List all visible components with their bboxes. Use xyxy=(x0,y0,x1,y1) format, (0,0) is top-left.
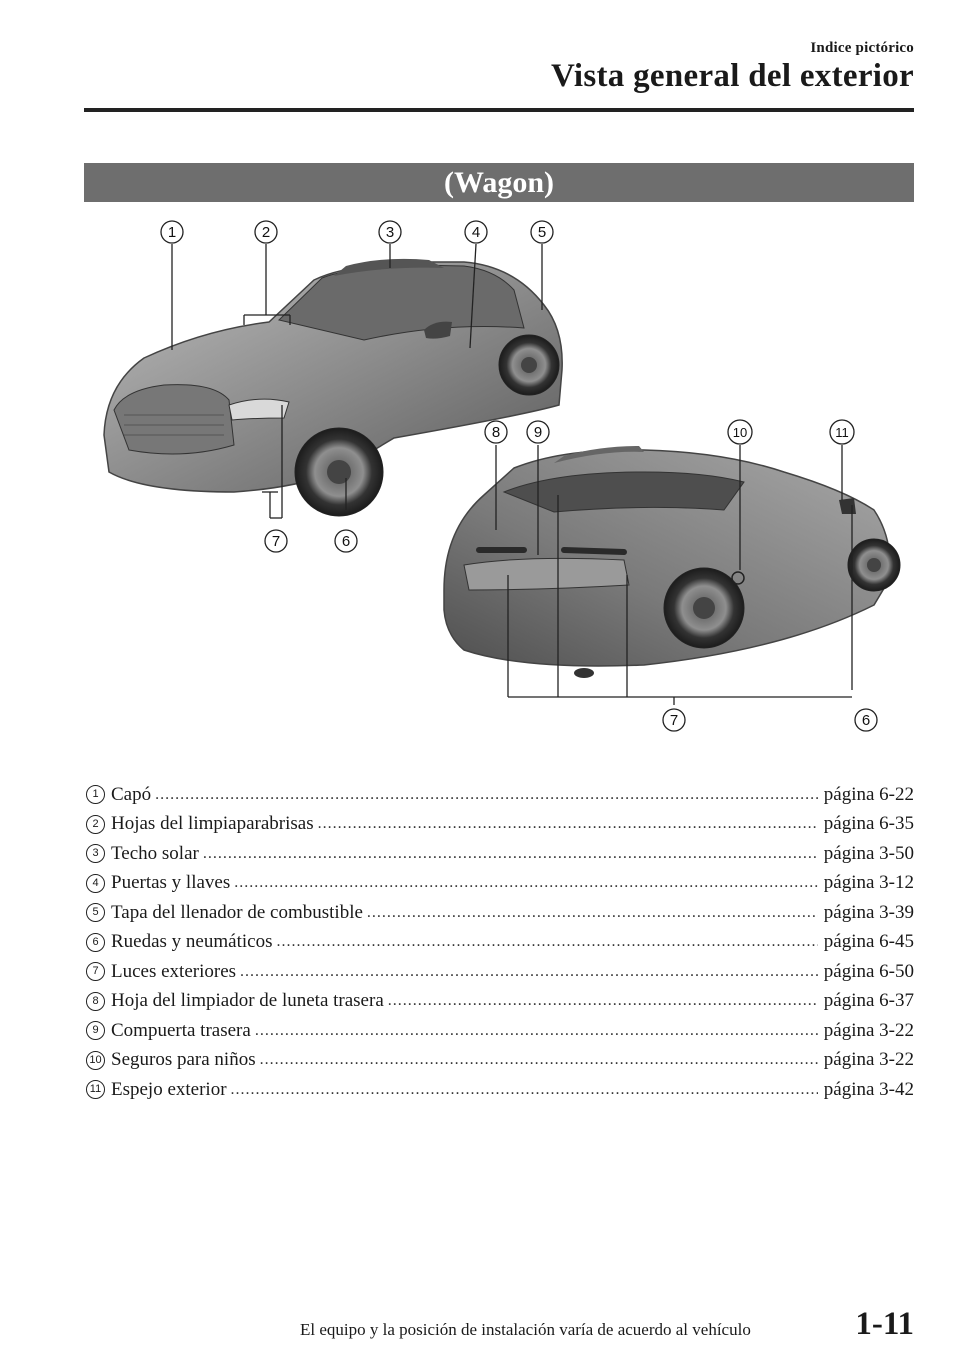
item-label: Puertas y llaves xyxy=(111,872,231,894)
svg-text:9: 9 xyxy=(534,424,542,441)
list-item[interactable]: 2 Hojas del limpiaparabrisas página 6-35 xyxy=(84,810,914,840)
leader-dots xyxy=(234,874,818,892)
callout-1: 1 xyxy=(160,220,184,244)
item-label: Compuerta trasera xyxy=(111,1019,251,1041)
item-label: Tapa del llenador de combustible xyxy=(111,901,363,923)
item-label: Hoja del limpiador de luneta trasera xyxy=(111,990,384,1012)
callout-11: 11 xyxy=(829,419,855,445)
callout-2: 2 xyxy=(254,220,278,244)
item-number: 7 xyxy=(86,962,105,982)
leader-dots xyxy=(203,845,818,863)
item-label: Luces exteriores xyxy=(111,960,237,982)
page-reference[interactable]: página 6-45 xyxy=(823,931,914,953)
leader-dots xyxy=(240,963,818,981)
leader-dots xyxy=(318,815,818,833)
svg-text:8: 8 xyxy=(492,424,500,441)
section-header-label: Indice pictórico xyxy=(810,40,914,56)
list-item[interactable]: 9 Compuerta trasera página 3-22 xyxy=(84,1016,914,1046)
list-item[interactable]: 6 Ruedas y neumáticos página 6-45 xyxy=(84,928,914,958)
callout-5: 5 xyxy=(530,220,554,244)
item-number: 8 xyxy=(86,991,105,1011)
header-divider xyxy=(84,108,914,112)
svg-text:7: 7 xyxy=(670,712,678,729)
page-reference[interactable]: página 6-50 xyxy=(823,960,914,982)
page-reference[interactable]: página 6-37 xyxy=(823,990,914,1012)
list-item[interactable]: 11 Espejo exterior página 3-42 xyxy=(84,1075,914,1105)
model-banner: (Wagon) xyxy=(84,163,914,202)
callout-leader-lines xyxy=(171,243,853,705)
item-number: 9 xyxy=(86,1021,105,1041)
callout-3: 3 xyxy=(378,220,402,244)
callout-8: 8 xyxy=(484,420,508,444)
svg-text:7: 7 xyxy=(272,533,280,550)
item-number: 1 xyxy=(86,785,105,805)
item-label: Seguros para niños xyxy=(111,1049,256,1071)
page-reference[interactable]: página 3-50 xyxy=(823,842,914,864)
leader-dots xyxy=(388,992,818,1010)
page-reference[interactable]: página 3-42 xyxy=(823,1078,914,1100)
svg-text:6: 6 xyxy=(862,712,870,729)
footer-note: El equipo y la posición de instalación v… xyxy=(300,1320,751,1339)
item-number: 6 xyxy=(86,932,105,952)
item-label: Ruedas y neumáticos xyxy=(111,931,273,953)
item-number: 10 xyxy=(86,1050,105,1070)
svg-text:3: 3 xyxy=(386,224,394,241)
item-label: Capó xyxy=(111,783,152,805)
callout-7-rear: 7 xyxy=(662,708,686,732)
page-reference[interactable]: página 3-22 xyxy=(823,1019,914,1041)
item-label: Espejo exterior xyxy=(111,1078,227,1100)
leader-dots xyxy=(155,786,818,804)
list-item[interactable]: 4 Puertas y llaves página 3-12 xyxy=(84,869,914,899)
component-index-list: 1 Capó página 6-22 2 Hojas del limpiaparabr… xyxy=(84,780,914,1105)
leader-dots xyxy=(231,1081,818,1099)
leader-dots xyxy=(367,904,818,922)
item-label: Techo solar xyxy=(111,842,199,864)
svg-text:1: 1 xyxy=(168,224,176,241)
list-item[interactable]: 5 Tapa del llenador de combustible página … xyxy=(84,898,914,928)
callout-6-front: 6 xyxy=(334,529,358,553)
list-item[interactable]: 1 Capó página 6-22 xyxy=(84,780,914,810)
page-number: 1-11 xyxy=(855,1306,914,1342)
page-reference[interactable]: página 3-12 xyxy=(823,872,914,894)
callout-9: 9 xyxy=(526,420,550,444)
svg-text:6: 6 xyxy=(342,533,350,550)
list-item[interactable]: 3 Techo solar página 3-50 xyxy=(84,839,914,869)
callout-4: 4 xyxy=(464,220,488,244)
item-label: Hojas del limpiaparabrisas xyxy=(111,813,314,835)
item-number: 11 xyxy=(86,1080,105,1100)
item-number: 2 xyxy=(86,814,105,834)
vehicle-exterior-illustration: 1 2 3 4 5 6 7 8 9 10 11 7 6 xyxy=(103,220,901,732)
rear-car-image xyxy=(443,446,901,678)
callout-7-front: 7 xyxy=(264,529,288,553)
callout-10: 10 xyxy=(727,419,753,445)
leader-dots xyxy=(276,933,817,951)
page-reference[interactable]: página 3-22 xyxy=(823,1049,914,1071)
svg-text:2: 2 xyxy=(262,224,270,241)
page-title: Vista general del exterior xyxy=(550,58,914,94)
page-reference[interactable]: página 3-39 xyxy=(823,901,914,923)
item-number: 4 xyxy=(86,873,105,893)
list-item[interactable]: 7 Luces exteriores página 6-50 xyxy=(84,957,914,987)
svg-text:5: 5 xyxy=(538,224,546,241)
page-reference[interactable]: página 6-22 xyxy=(823,783,914,805)
list-item[interactable]: 10 Seguros para niños página 3-22 xyxy=(84,1046,914,1076)
callout-6-rear: 6 xyxy=(854,708,878,732)
front-car-image xyxy=(103,258,563,517)
list-item[interactable]: 8 Hoja del limpiador de luneta trasera pág… xyxy=(84,987,914,1017)
page-reference[interactable]: página 6-35 xyxy=(823,813,914,835)
svg-text:4: 4 xyxy=(472,224,480,241)
leader-dots xyxy=(255,1022,818,1040)
svg-text:10: 10 xyxy=(733,425,747,440)
item-number: 5 xyxy=(86,903,105,923)
svg-text:11: 11 xyxy=(835,425,849,440)
item-number: 3 xyxy=(86,844,105,864)
leader-dots xyxy=(260,1051,818,1069)
